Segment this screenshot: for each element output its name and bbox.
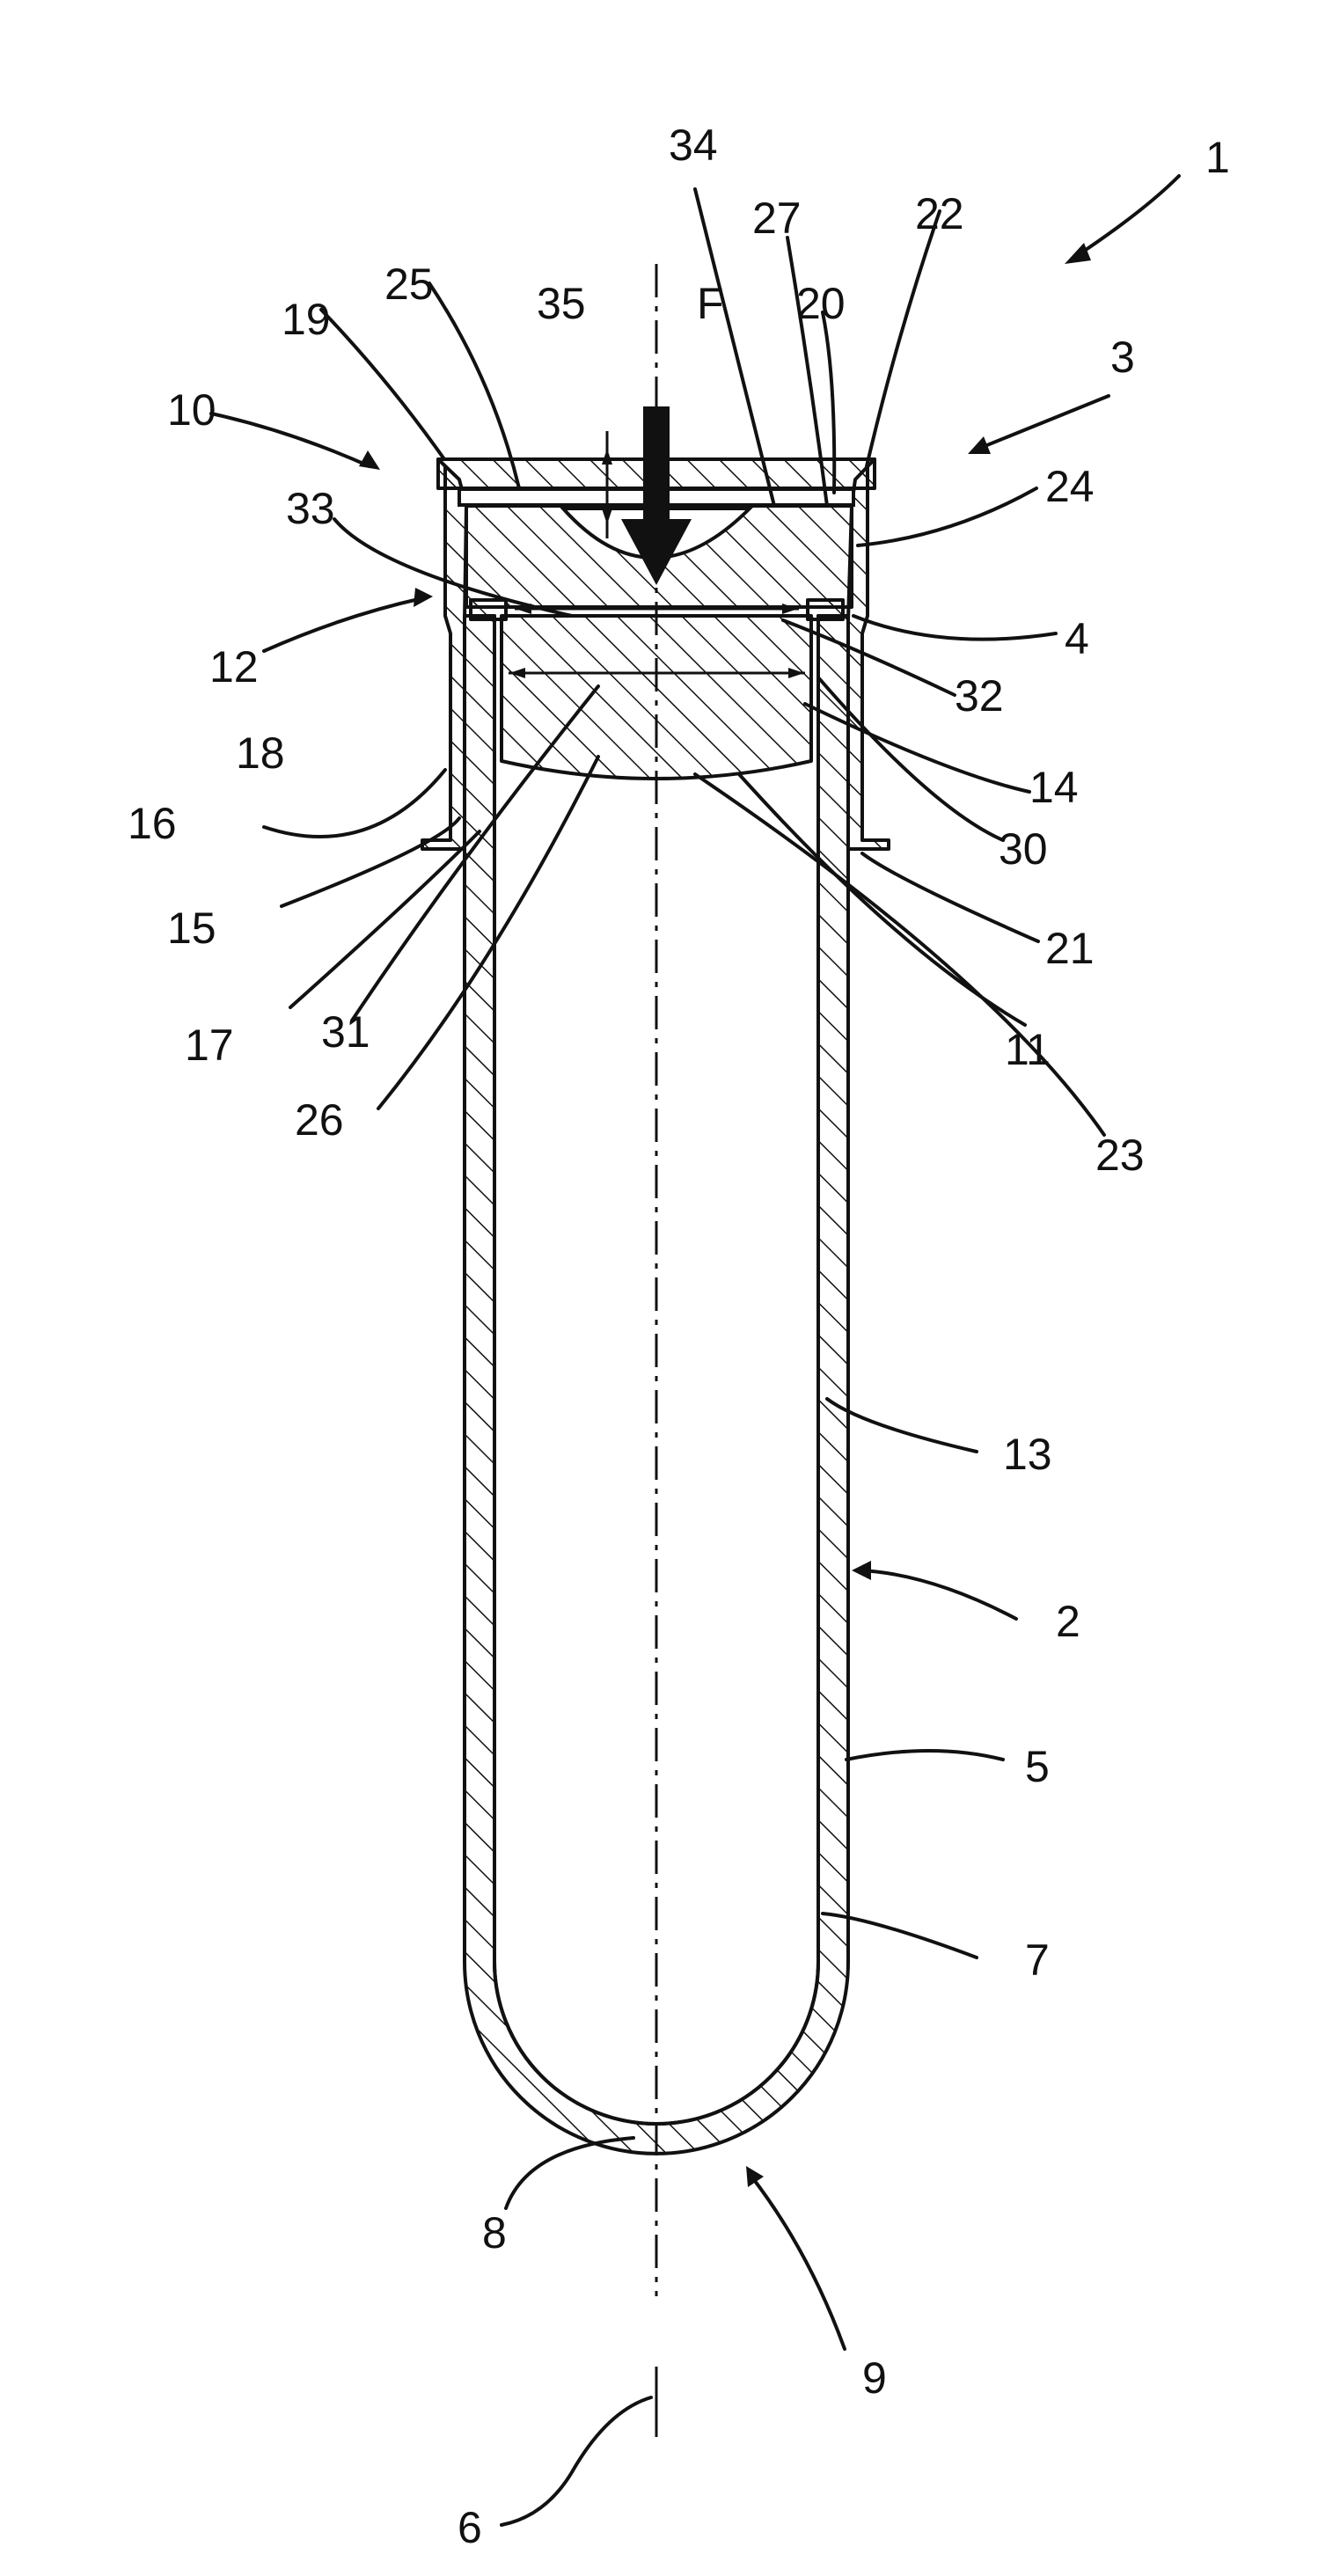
label-10: 10 <box>167 385 216 435</box>
label-31: 31 <box>321 1007 370 1057</box>
label-25: 25 <box>384 260 434 309</box>
label-19: 19 <box>282 295 331 344</box>
label-15: 15 <box>167 904 216 953</box>
label-32: 32 <box>955 671 1004 721</box>
label-16: 16 <box>128 799 177 848</box>
label-21: 21 <box>1045 924 1095 973</box>
label-17: 17 <box>185 1021 234 1070</box>
label-12: 12 <box>209 642 259 692</box>
stopper-body <box>502 616 811 779</box>
support-ring-left <box>471 600 506 619</box>
label-20: 20 <box>796 279 846 328</box>
label-4: 4 <box>1065 614 1089 663</box>
label-23: 23 <box>1095 1131 1145 1180</box>
label-F: F <box>697 279 724 328</box>
label-13: 13 <box>1003 1430 1052 1479</box>
label-30: 30 <box>999 824 1048 874</box>
label-24: 24 <box>1045 462 1095 511</box>
label-22: 22 <box>915 189 964 238</box>
label-14: 14 <box>1029 763 1079 812</box>
label-9: 9 <box>862 2353 887 2403</box>
label-27: 27 <box>752 194 802 243</box>
label-5: 5 <box>1025 1742 1050 1791</box>
cap-skirt-left <box>422 459 466 849</box>
label-7: 7 <box>1025 1936 1050 1985</box>
label-18: 18 <box>236 728 285 778</box>
label-8: 8 <box>482 2208 507 2258</box>
label-1: 1 <box>1205 133 1230 182</box>
label-26: 26 <box>295 1095 344 1145</box>
label-6: 6 <box>458 2503 482 2552</box>
support-ring-right <box>808 600 843 619</box>
label-33: 33 <box>286 484 335 533</box>
label-2: 2 <box>1056 1597 1080 1646</box>
label-3: 3 <box>1110 333 1135 382</box>
label-34: 34 <box>669 121 718 170</box>
label-35: 35 <box>537 279 586 328</box>
label-11: 11 <box>1005 1025 1051 1074</box>
